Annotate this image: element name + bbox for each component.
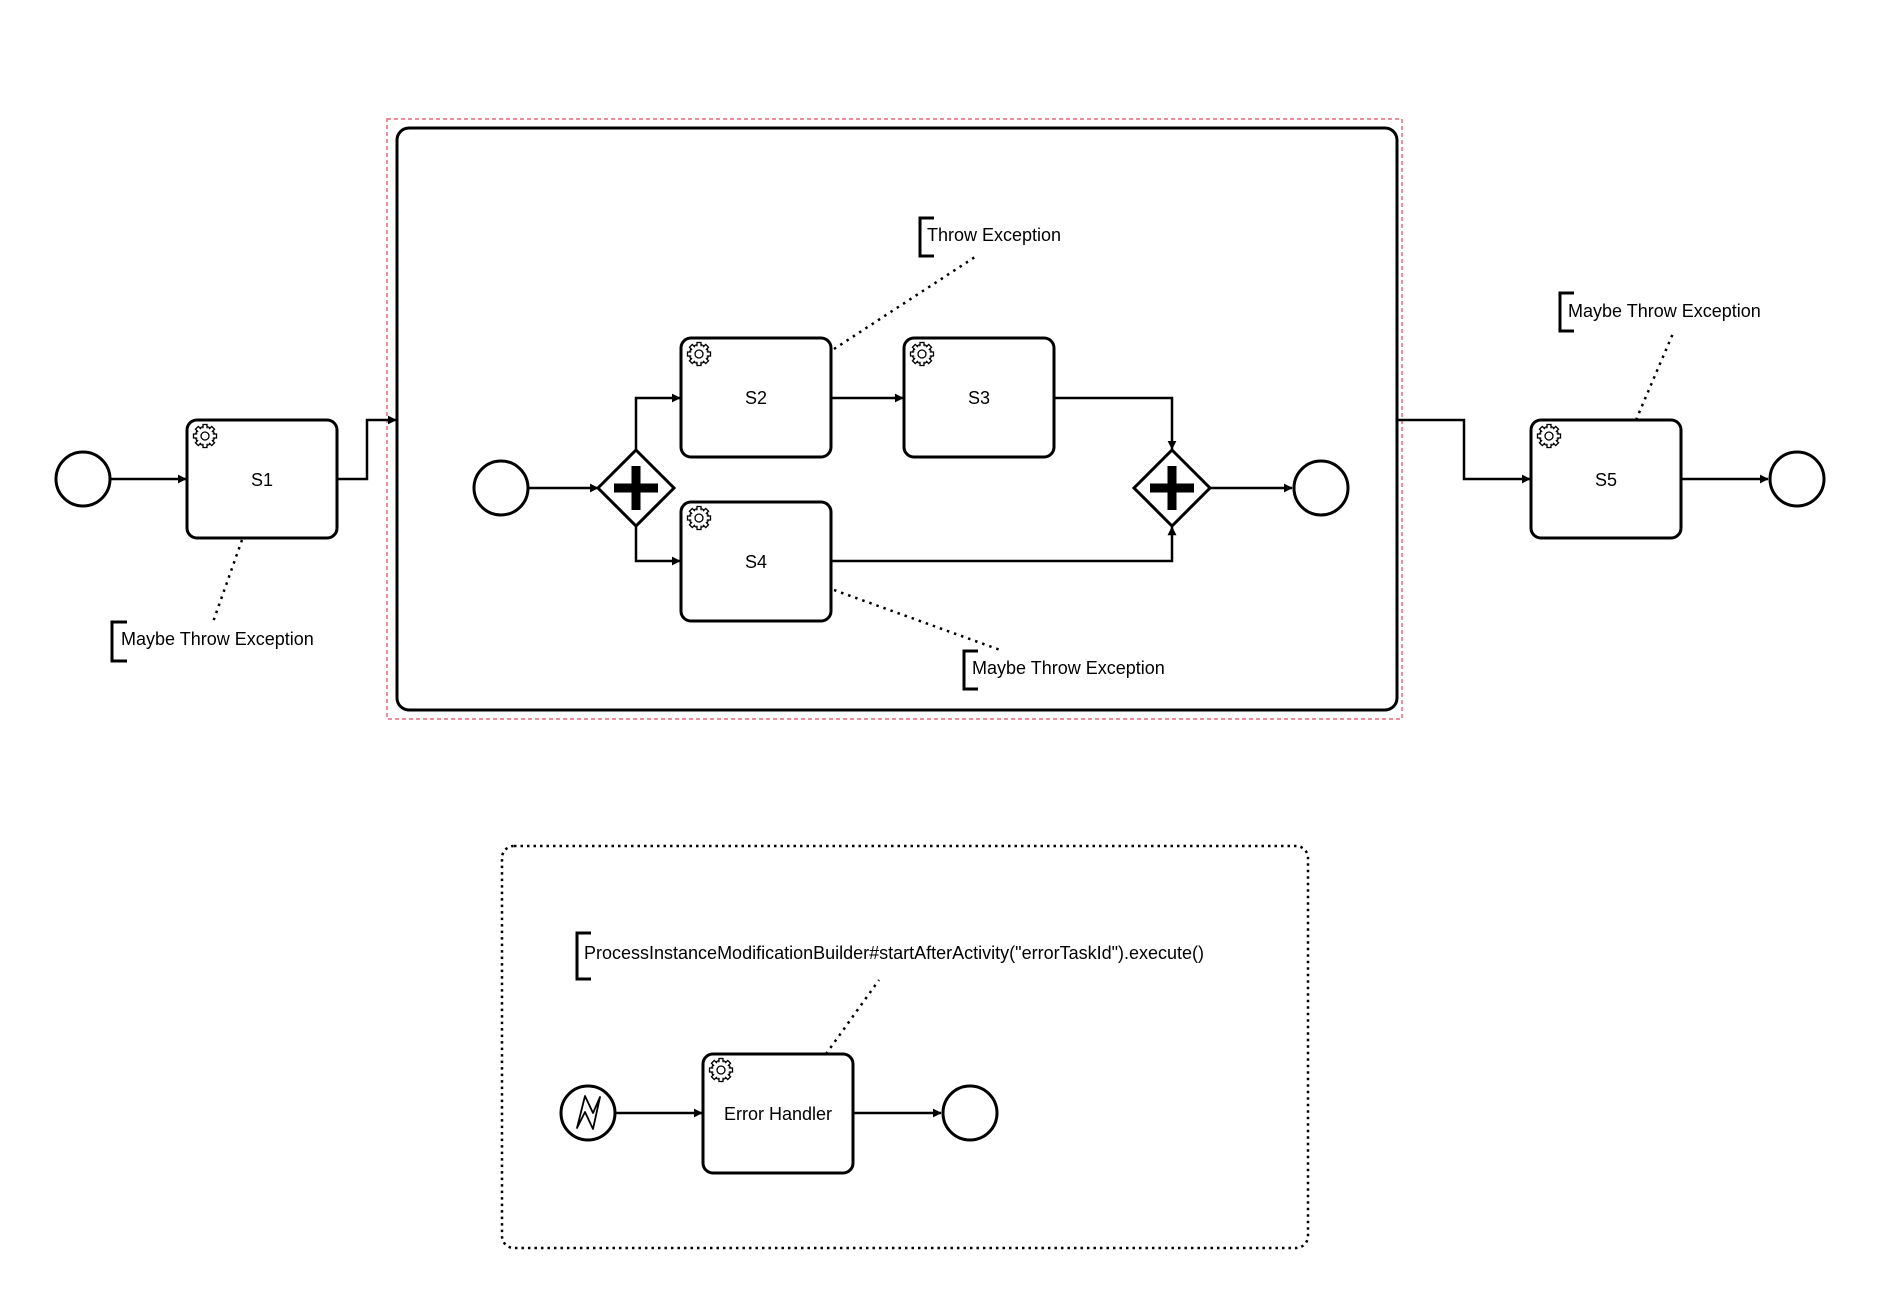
task-s1[interactable]: S1 — [185, 418, 339, 540]
error-start-event[interactable] — [559, 1084, 617, 1142]
subprocess-start-event[interactable] — [472, 459, 530, 517]
flow-fork-to-s2[interactable] — [634, 393, 681, 450]
annotation-error-handler-bracket — [575, 931, 591, 981]
task-s3[interactable]: S3 — [902, 336, 1056, 459]
flow-fork-to-s4[interactable] — [634, 526, 681, 566]
gear-icon — [192, 423, 218, 449]
gear-icon — [909, 341, 935, 367]
association-s1 — [211, 539, 244, 623]
gear-icon — [1536, 423, 1562, 449]
annotation-s1-bracket — [110, 620, 127, 663]
task-s5[interactable]: S5 — [1529, 418, 1683, 540]
event-subprocess[interactable] — [500, 844, 1310, 1250]
plus-icon — [614, 466, 658, 510]
task-error-handler-label: Error Handler — [724, 1104, 832, 1124]
annotation-s4-bracket — [962, 649, 978, 691]
task-s4[interactable]: S4 — [679, 500, 833, 623]
gear-icon — [686, 341, 712, 367]
task-s4-label: S4 — [745, 552, 767, 572]
task-s2-label: S2 — [745, 388, 767, 408]
flow-s3-to-join[interactable] — [1054, 396, 1177, 450]
flow-s4-to-join[interactable] — [831, 526, 1177, 563]
annotation-s5-text: Maybe Throw Exception — [1568, 301, 1761, 321]
annotation-s5-bracket — [1558, 291, 1574, 333]
event-subprocess-end-event[interactable] — [941, 1084, 999, 1142]
lightning-icon — [576, 1095, 601, 1130]
annotation-s1-text: Maybe Throw Exception — [121, 629, 314, 649]
subprocess[interactable] — [395, 126, 1399, 712]
annotation-s2-text: Throw Exception — [927, 225, 1061, 245]
annotation-s2-bracket — [918, 216, 934, 258]
end-event[interactable] — [1768, 450, 1826, 508]
task-s1-label: S1 — [251, 470, 273, 490]
task-error-handler[interactable]: Error Handler — [701, 1052, 855, 1175]
subprocess-end-event[interactable] — [1292, 459, 1350, 517]
gear-icon — [686, 505, 712, 531]
annotation-error-handler-text: ProcessInstanceModificationBuilder#start… — [584, 943, 1204, 963]
association-s2 — [833, 253, 979, 351]
flow-s1-to-subprocess[interactable] — [337, 415, 397, 481]
start-event[interactable] — [54, 450, 112, 508]
task-s2[interactable]: S2 — [679, 336, 833, 459]
flow-subprocess-to-s5[interactable] — [1397, 418, 1531, 484]
annotation-s4-text: Maybe Throw Exception — [972, 658, 1165, 678]
task-s3-label: S3 — [968, 388, 990, 408]
gear-icon — [708, 1057, 734, 1083]
parallel-gateway-join[interactable] — [1131, 447, 1213, 529]
association-error-handler — [824, 979, 881, 1055]
task-s5-label: S5 — [1595, 470, 1617, 490]
plus-icon — [1150, 466, 1194, 510]
association-s5 — [1634, 330, 1676, 421]
